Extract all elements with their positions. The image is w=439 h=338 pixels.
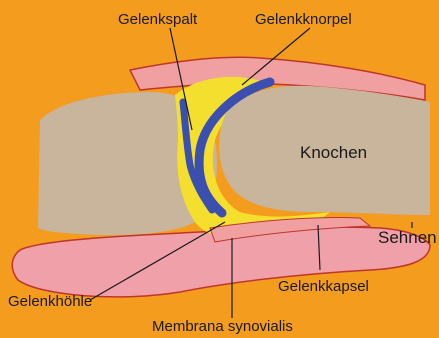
label-sehnen: Sehnen xyxy=(378,228,437,247)
label-membrana: Membrana synovialis xyxy=(152,318,293,335)
label-gelenkkapsel: Gelenkkapsel xyxy=(278,278,369,295)
label-gelenkspalt: Gelenkspalt xyxy=(118,11,198,28)
label-gelenkhoehle: Gelenkhöhle xyxy=(8,293,92,310)
label-gelenkknorpel: Gelenkknorpel xyxy=(255,11,352,28)
label-knochen: Knochen xyxy=(300,143,367,162)
